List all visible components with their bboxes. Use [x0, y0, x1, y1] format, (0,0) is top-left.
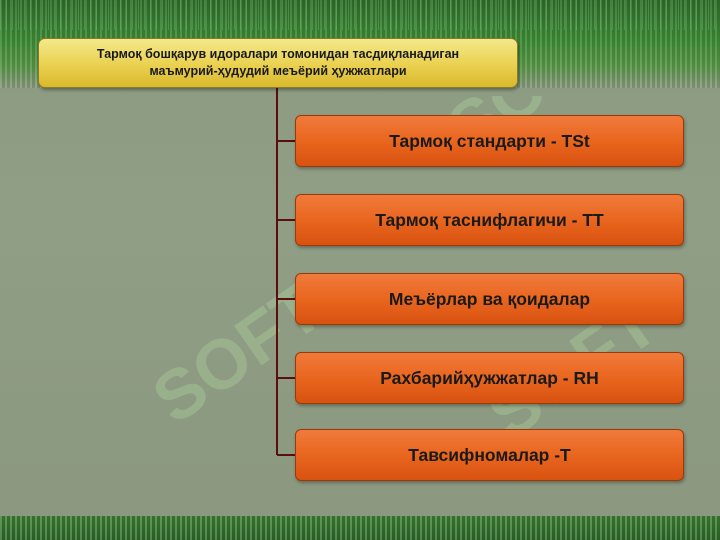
title-box: Тармоқ бошқарув идоралари томонидан тасд… — [38, 38, 518, 88]
item-label: Тавсифномалар -Т — [408, 444, 571, 465]
item-label: Меъёрлар ва қоидалар — [388, 288, 591, 309]
item-box-classifier: Тармоқ таснифлагичи - ТТ — [295, 194, 684, 246]
title-line-1: Тармоқ бошқарув идоралари томонидан тасд… — [96, 47, 460, 61]
item-label: Тармоқ стандарти - TSt — [389, 130, 590, 151]
item-box-norms: Меъёрлар ва қоидалар — [295, 273, 684, 325]
item-box-guidance: Рахбарийҳужжатлар - RH — [295, 352, 684, 404]
item-box-standard: Тармоқ стандарти - TSt — [295, 115, 684, 167]
item-label: Рахбарийҳужжатлар - RH — [380, 367, 599, 388]
decorative-bottom-band — [0, 516, 720, 540]
item-box-specifications: Тавсифномалар -Т — [295, 429, 684, 481]
item-label: Тармоқ таснифлагичи - ТТ — [375, 209, 604, 230]
title-line-2: маъмурий-ҳудудий меъёрий ҳужжатлари — [149, 64, 407, 78]
title-text: Тармоқ бошқарув идоралари томонидан тасд… — [97, 46, 459, 80]
